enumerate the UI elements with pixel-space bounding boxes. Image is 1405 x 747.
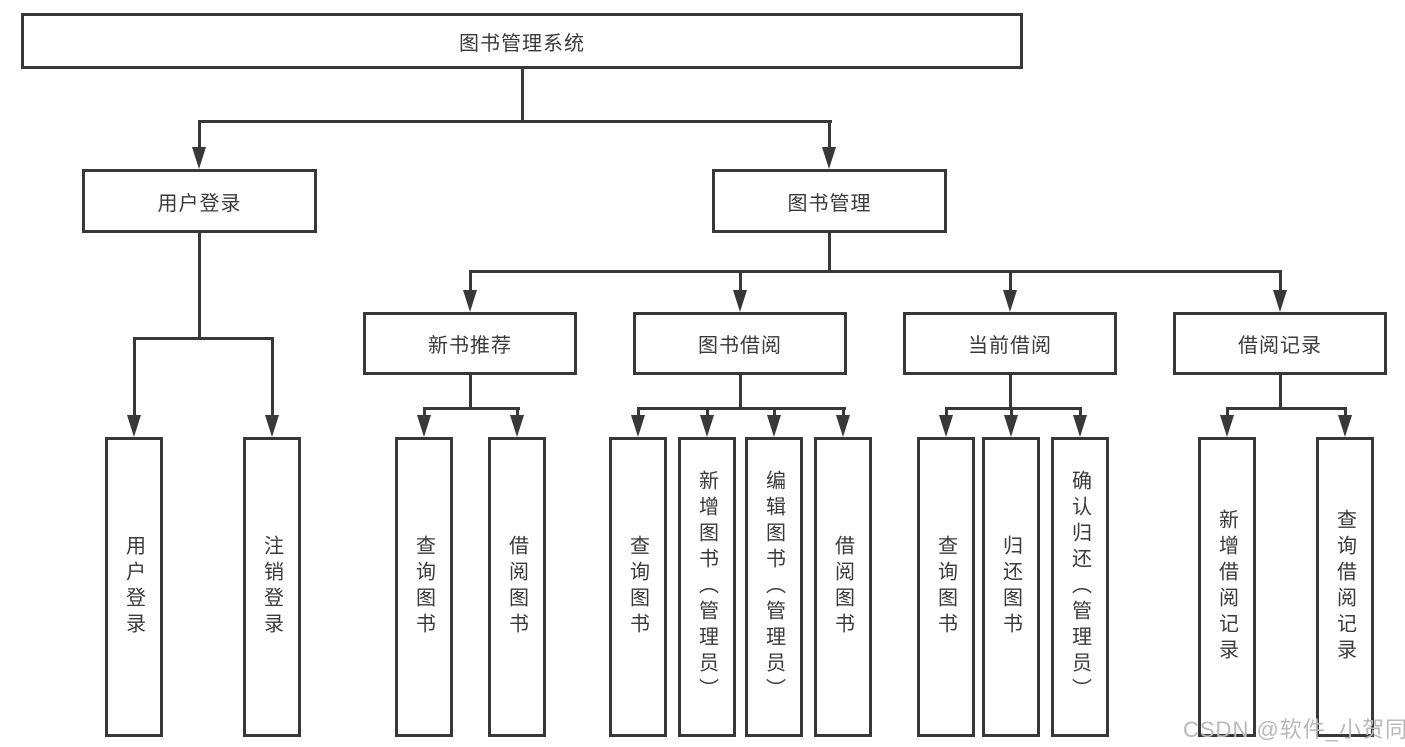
arrow-down-icon bbox=[822, 147, 836, 169]
connector-line bbox=[945, 407, 948, 419]
node-label: 归还图书 bbox=[999, 535, 1022, 639]
arrow-down-icon bbox=[1338, 415, 1352, 437]
connector-line bbox=[828, 120, 831, 152]
arrow-down-icon bbox=[463, 290, 477, 312]
connector-line bbox=[828, 233, 831, 273]
node-label: 新书推荐 bbox=[428, 335, 512, 357]
node-label: 借阅记录 bbox=[1238, 335, 1322, 357]
node-label: 确认归还（管理员） bbox=[1068, 470, 1091, 704]
arrow-down-icon bbox=[733, 290, 747, 312]
node-book-management: 图书管理 bbox=[712, 169, 947, 233]
node-label: 借阅图书 bbox=[505, 535, 528, 639]
node-query-borrow-record: 查询借阅记录 bbox=[1316, 437, 1374, 737]
arrow-down-icon bbox=[1220, 415, 1234, 437]
node-label: 新增图书（管理员） bbox=[695, 470, 718, 704]
node-query-books-borrowing: 查询图书 bbox=[609, 437, 667, 737]
arrow-down-icon bbox=[836, 415, 850, 437]
connector-line bbox=[198, 233, 201, 340]
node-new-book-recommend: 新书推荐 bbox=[363, 312, 577, 375]
node-label: 图书管理系统 bbox=[459, 32, 585, 55]
connector-line bbox=[521, 69, 524, 122]
connector-line bbox=[945, 407, 1082, 410]
connector-line bbox=[739, 375, 742, 410]
node-book-borrowing: 图书借阅 bbox=[633, 312, 847, 375]
connector-line bbox=[133, 337, 274, 340]
node-borrowing-records: 借阅记录 bbox=[1173, 312, 1387, 375]
connector-line bbox=[423, 407, 520, 410]
connector-line bbox=[1010, 407, 1013, 419]
node-user-login: 用户登录 bbox=[82, 169, 317, 233]
node-query-books-recommend: 查询图书 bbox=[395, 437, 453, 737]
connector-line bbox=[133, 337, 136, 419]
node-label: 编辑图书（管理员） bbox=[762, 470, 785, 704]
connector-line bbox=[739, 270, 742, 295]
connector-line bbox=[1279, 270, 1282, 295]
node-label: 新增借阅记录 bbox=[1215, 509, 1238, 665]
arrow-down-icon bbox=[510, 415, 524, 437]
connector-line bbox=[198, 120, 201, 152]
node-user-login-action: 用户登录 bbox=[105, 437, 163, 737]
node-confirm-return-admin: 确认归还（管理员） bbox=[1051, 437, 1109, 737]
arrow-down-icon bbox=[265, 415, 279, 437]
node-label: 查询图书 bbox=[412, 535, 435, 639]
connector-line bbox=[1226, 407, 1347, 410]
connector-line bbox=[1344, 407, 1347, 419]
arrow-down-icon bbox=[1273, 290, 1287, 312]
arrow-down-icon bbox=[192, 147, 206, 169]
node-label: 查询图书 bbox=[934, 535, 957, 639]
node-label: 用户登录 bbox=[122, 535, 145, 639]
node-label: 当前借阅 bbox=[968, 335, 1052, 357]
connector-line bbox=[469, 375, 472, 410]
node-borrow-books-recommend: 借阅图书 bbox=[488, 437, 546, 737]
connector-line bbox=[637, 407, 640, 419]
node-add-borrow-record: 新增借阅记录 bbox=[1198, 437, 1256, 737]
arrow-down-icon bbox=[127, 415, 141, 437]
node-label: 借阅图书 bbox=[831, 535, 854, 639]
arrow-down-icon bbox=[939, 415, 953, 437]
connector-line bbox=[1009, 270, 1012, 295]
connector-line bbox=[706, 407, 709, 419]
node-current-borrowing: 当前借阅 bbox=[903, 312, 1117, 375]
connector-line bbox=[1079, 407, 1082, 419]
arrow-down-icon bbox=[417, 415, 431, 437]
arrow-down-icon bbox=[1004, 415, 1018, 437]
arrow-down-icon bbox=[767, 415, 781, 437]
connector-line bbox=[773, 407, 776, 419]
connector-line bbox=[469, 270, 472, 295]
connector-line bbox=[271, 337, 274, 419]
node-label: 注销登录 bbox=[260, 535, 283, 639]
node-borrow-books: 借阅图书 bbox=[814, 437, 872, 737]
connector-line bbox=[423, 407, 426, 419]
connector-line bbox=[1009, 375, 1012, 410]
node-label: 查询借阅记录 bbox=[1333, 509, 1356, 665]
arrow-down-icon bbox=[631, 415, 645, 437]
csdn-watermark: CSDN @软件_小贺同学 bbox=[1183, 717, 1405, 742]
node-label: 用户登录 bbox=[157, 192, 242, 215]
connector-line bbox=[637, 407, 846, 410]
arrow-down-icon bbox=[700, 415, 714, 437]
connector-line bbox=[842, 407, 845, 419]
node-label: 查询图书 bbox=[626, 535, 649, 639]
node-logout-action: 注销登录 bbox=[243, 437, 301, 737]
connector-line bbox=[198, 120, 832, 123]
connector-line bbox=[516, 407, 519, 419]
arrow-down-icon bbox=[1003, 290, 1017, 312]
connector-line bbox=[1279, 375, 1282, 410]
connector-line bbox=[469, 270, 1282, 273]
node-add-book-admin: 新增图书（管理员） bbox=[678, 437, 736, 737]
node-library-management-system: 图书管理系统 bbox=[21, 13, 1023, 69]
node-label: 图书借阅 bbox=[698, 335, 782, 357]
arrow-down-icon bbox=[1073, 415, 1087, 437]
node-return-book: 归还图书 bbox=[982, 437, 1040, 737]
node-edit-book-admin: 编辑图书（管理员） bbox=[745, 437, 803, 737]
node-label: 图书管理 bbox=[787, 192, 872, 215]
connector-line bbox=[1226, 407, 1229, 419]
node-query-books-current: 查询图书 bbox=[917, 437, 975, 737]
